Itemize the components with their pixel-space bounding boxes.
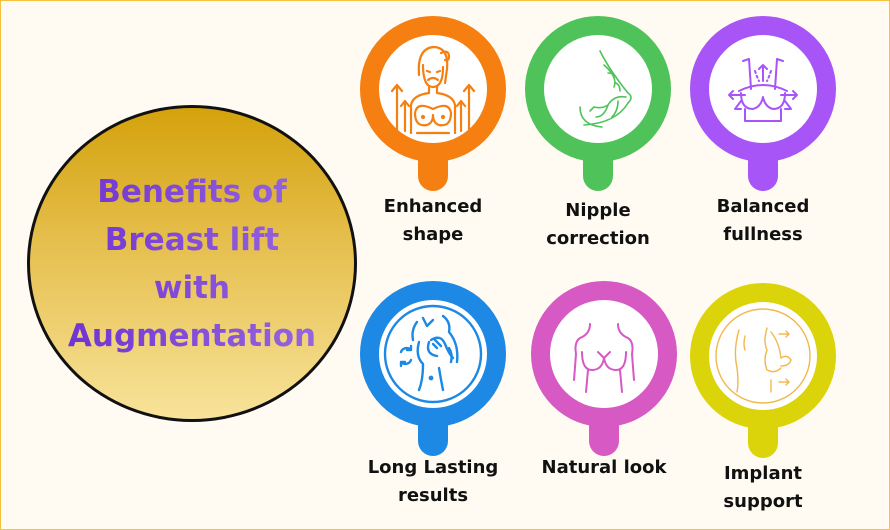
benefit-label: Nipple correction: [523, 197, 673, 253]
title-line: Benefits of: [97, 173, 287, 210]
breast-profile-icon: [579, 50, 632, 128]
benefit-implant-support: Implant support: [688, 283, 838, 516]
label-line: Nipple: [565, 200, 631, 221]
benefit-balanced-fullness: Balanced fullness: [688, 16, 838, 249]
title-line: Breast lift: [104, 221, 280, 258]
bra-arrows-icon: [728, 58, 798, 122]
label-line: Balanced: [716, 196, 810, 217]
title-line: with: [153, 269, 231, 306]
benefit-label: Long Lasting results: [358, 454, 508, 510]
label-line: fullness: [723, 224, 803, 245]
benefit-long-lasting-results: Long Lasting results: [358, 281, 508, 510]
label-line: support: [723, 491, 803, 512]
benefit-nipple-correction: Nipple correction: [523, 16, 673, 253]
page-title: Benefits of Breast lift with Augmentatio…: [42, 168, 342, 360]
label-line: Enhanced: [383, 196, 483, 217]
title-line: Augmentation: [67, 317, 317, 354]
title-circle: Benefits of Breast lift with Augmentatio…: [27, 105, 357, 422]
label-line: results: [397, 485, 469, 506]
label-line: Natural look: [541, 457, 667, 478]
label-line: Long Lasting: [367, 457, 499, 478]
label-line: shape: [402, 224, 464, 245]
benefit-label: Enhanced shape: [358, 193, 508, 249]
torso-icon: [573, 323, 635, 393]
body-refresh-icon: [383, 304, 483, 404]
woman-lift-arrows-icon: [390, 45, 476, 135]
breast-side-arrows-icon: [715, 308, 811, 404]
benefit-enhanced-shape: Enhanced shape: [358, 16, 508, 249]
benefit-label: Natural look: [529, 454, 679, 482]
benefit-label: Balanced fullness: [688, 193, 838, 249]
label-line: correction: [546, 228, 650, 249]
benefit-label: Implant support: [688, 460, 838, 516]
benefit-natural-look: Natural look: [529, 281, 679, 482]
label-line: Implant: [723, 463, 803, 484]
